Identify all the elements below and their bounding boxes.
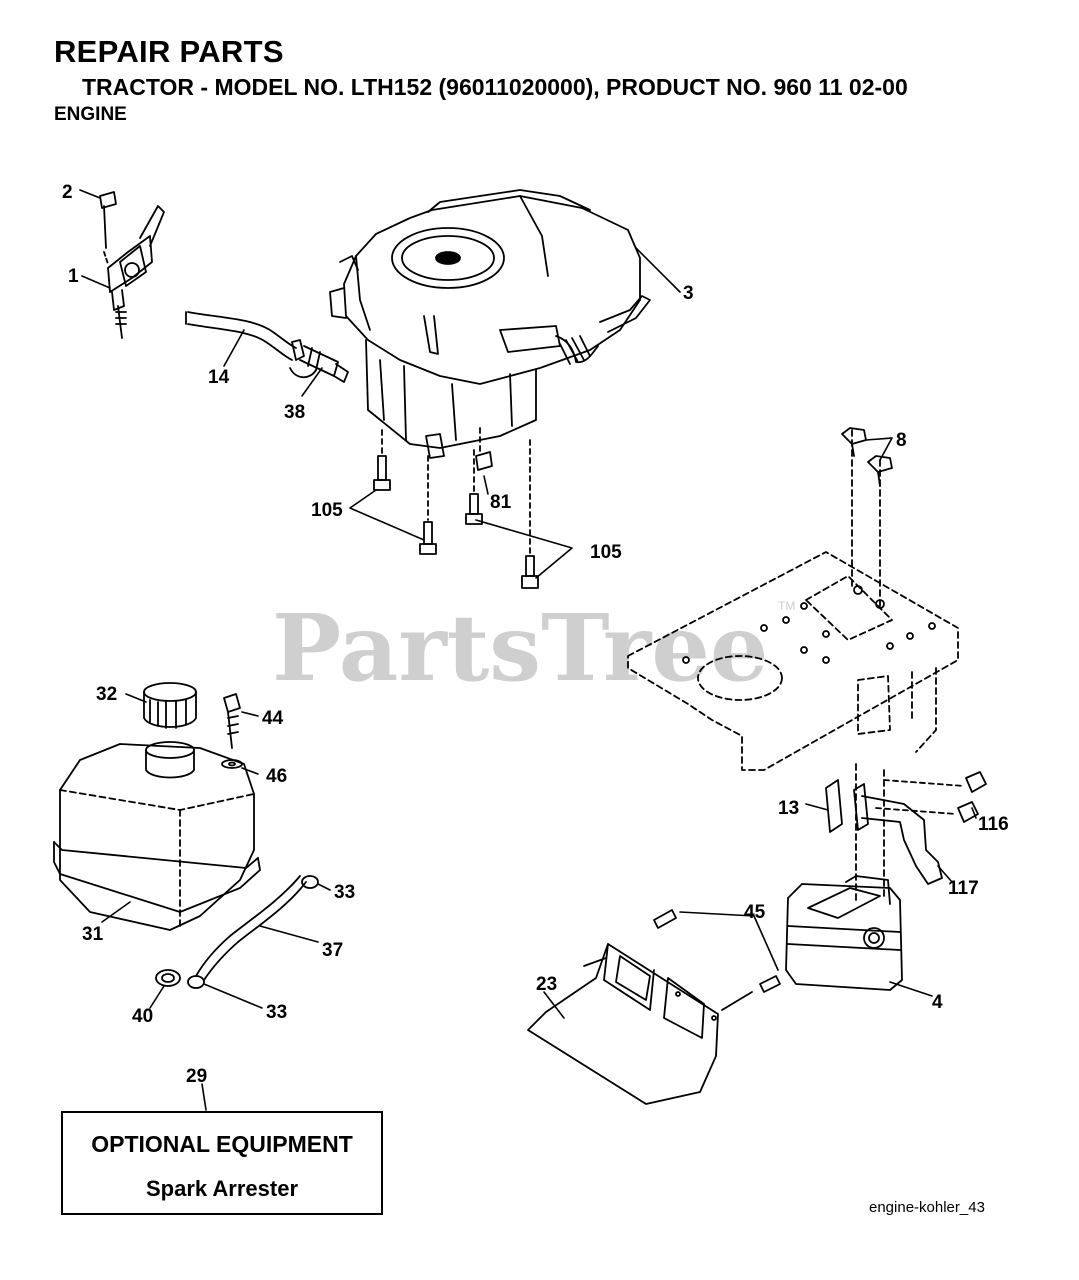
watermark-text: PartsTree [272,594,768,702]
page-title: REPAIR PARTS [54,34,284,69]
callout-29: 29 [186,1066,207,1087]
callout-8: 8 [896,430,907,451]
diagram-code: engine-kohler_43 [869,1199,985,1216]
chassis-holes [682,585,936,664]
callout-105-right: 105 [590,542,622,563]
tank-bolt-part [221,693,243,769]
engine-part [329,189,651,459]
leader-lines [79,189,977,1111]
callout-3: 3 [683,283,694,304]
fuel-tank-part [53,682,261,931]
callout-23: 23 [536,974,557,995]
heat-shield-part [527,909,781,1105]
callout-38: 38 [284,402,305,423]
throttle-control-part [99,191,165,339]
callout-40: 40 [132,1006,153,1027]
optional-equipment-item: Spark Arrester [145,1176,299,1201]
engine-mount-bolts [373,427,539,589]
callout-31: 31 [82,924,104,945]
callout-13: 13 [778,798,799,819]
callout-14: 14 [208,367,230,388]
fuel-line-part [185,311,349,383]
callout-33-top: 33 [334,882,355,903]
callout-4: 4 [932,992,943,1013]
callout-105-left: 105 [311,500,343,521]
model-subtitle: TRACTOR - MODEL NO. LTH152 (96011020000)… [82,74,908,100]
section-title: ENGINE [54,104,127,125]
frame-bolts-part [841,427,893,487]
optional-equipment-title: OPTIONAL EQUIPMENT [91,1131,353,1157]
optional-equipment-box: OPTIONAL EQUIPMENT Spark Arrester [61,1111,383,1215]
callout-2: 2 [62,182,73,203]
callout-37: 37 [322,940,343,961]
callout-1: 1 [68,266,79,287]
exhaust-pipe-part [825,771,987,885]
callout-32: 32 [96,684,117,705]
callout-46: 46 [266,766,287,787]
muffler-part [785,875,903,991]
callout-81: 81 [490,492,512,513]
callout-33-bottom: 33 [266,1002,287,1023]
fuel-hose-part [155,875,319,989]
callout-44: 44 [262,708,284,729]
callout-45: 45 [744,902,766,923]
watermark-trademark: TM [778,599,795,613]
callout-117: 117 [948,878,979,899]
callout-116: 116 [978,814,1009,835]
